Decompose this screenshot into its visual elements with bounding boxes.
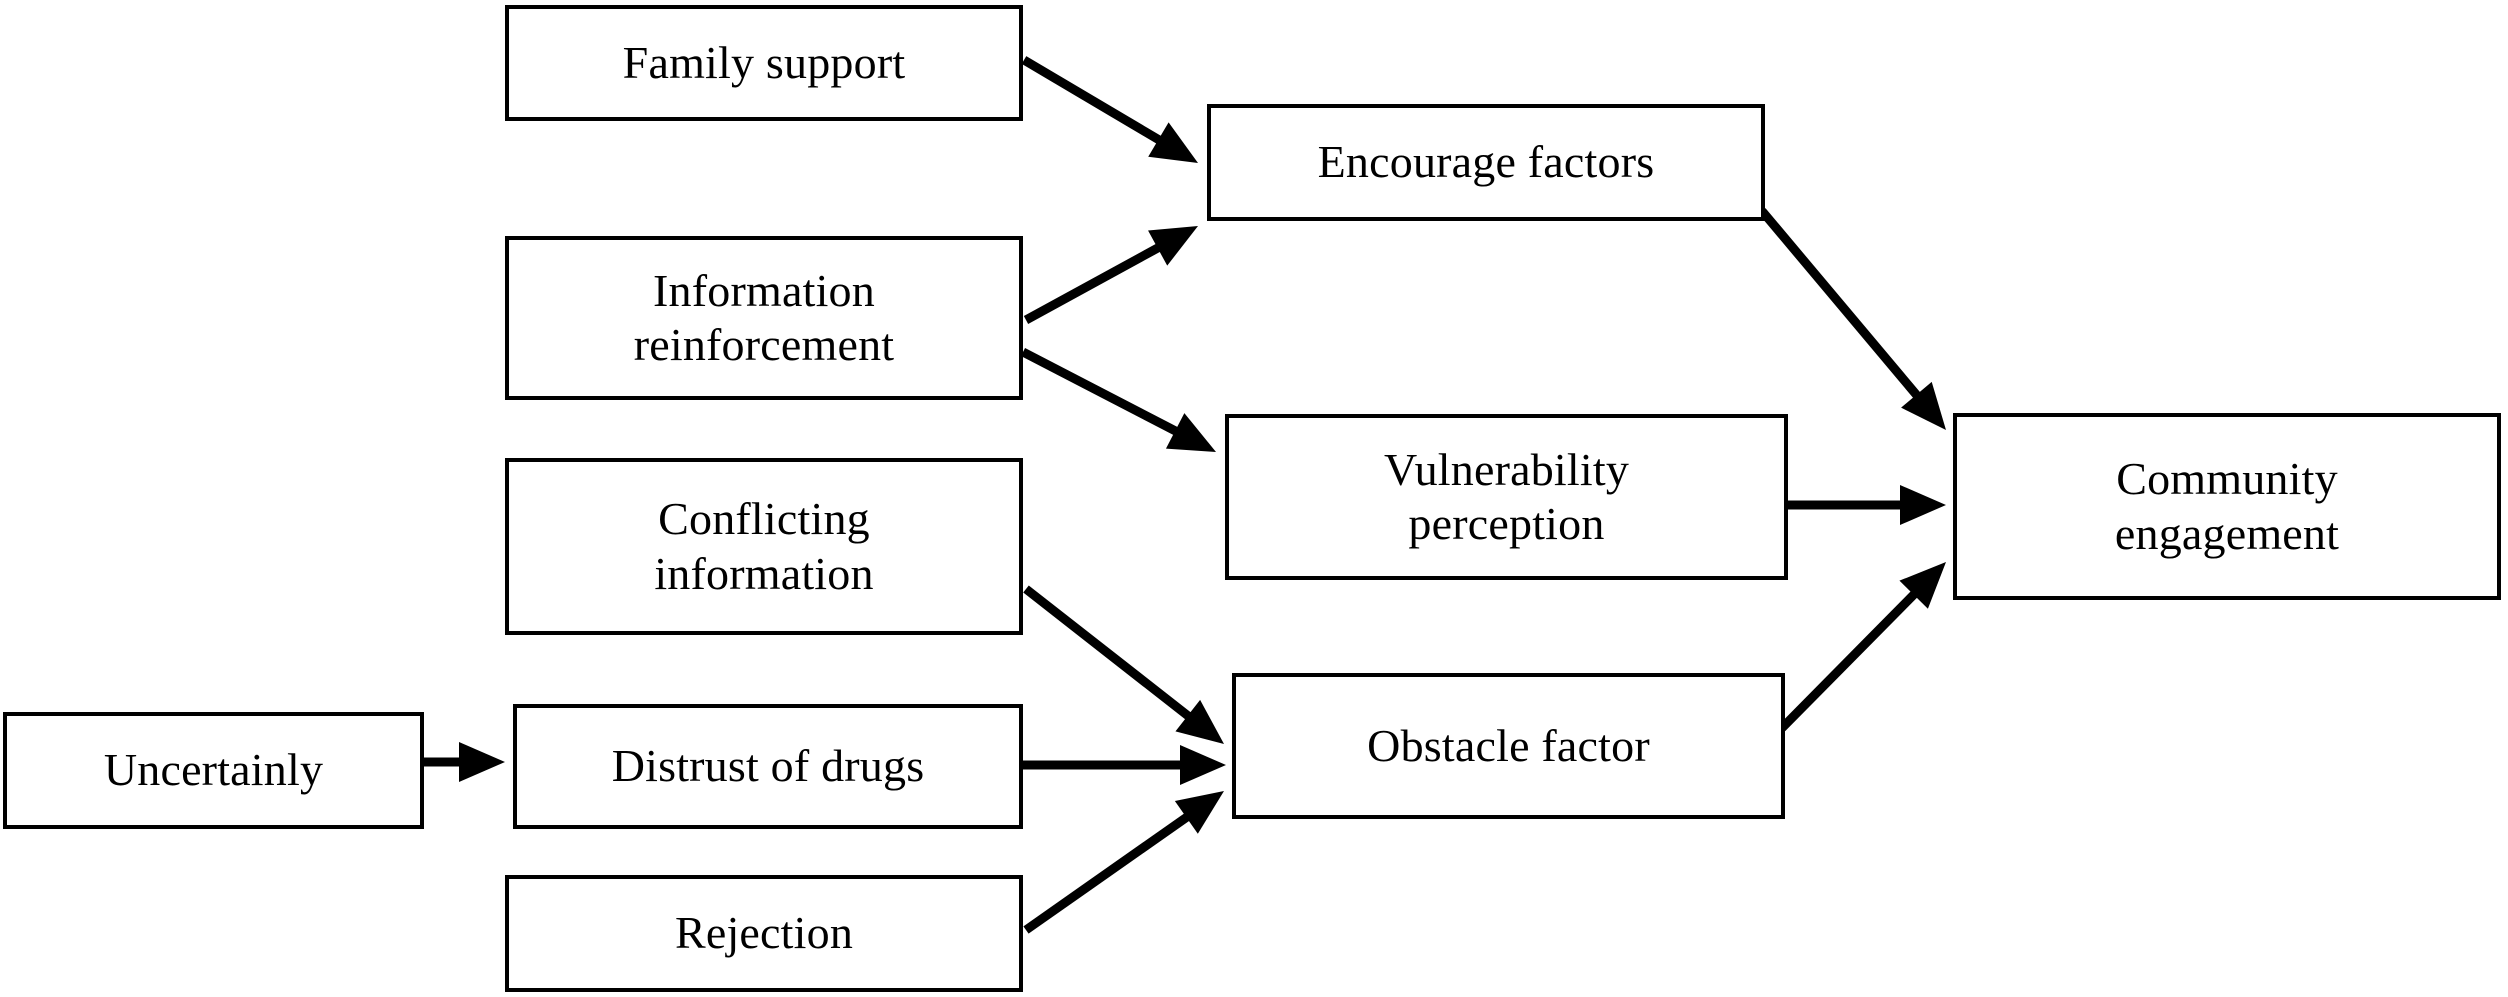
node-information-reinforcement[interactable]: Information reinforcement	[505, 236, 1023, 400]
node-label-family-support: Family support	[622, 36, 906, 88]
edge-information-reinforcement-to-encourage-factors	[1023, 226, 1198, 324]
node-label-rejection: Rejection	[674, 907, 854, 959]
edge-conflicting-information-to-obstacle-factor	[1023, 585, 1224, 744]
edge-distrust-of-drugs-to-obstacle-factor	[1019, 745, 1226, 785]
node-label-information-reinforcement: Information reinforcement	[633, 264, 895, 370]
node-rejection[interactable]: Rejection	[505, 875, 1023, 992]
edge-obstacle-factor-to-community-engagement	[1778, 562, 1946, 732]
node-label-distrust-of-drugs: Distrust of drugs	[611, 740, 925, 792]
node-label-encourage-factors: Encourage factors	[1317, 136, 1655, 188]
edge-rejection-to-obstacle-factor	[1023, 791, 1224, 934]
node-label-uncertainly: Uncertainly	[103, 744, 324, 796]
node-obstacle-factor[interactable]: Obstacle factor	[1232, 673, 1785, 819]
node-family-support[interactable]: Family support	[505, 5, 1023, 121]
node-label-obstacle-factor: Obstacle factor	[1367, 719, 1650, 771]
edge-encourage-factors-to-community-engagement	[1758, 208, 1946, 430]
node-vulnerability-perception[interactable]: Vulnerability perception	[1225, 414, 1788, 580]
node-community-engagement[interactable]: Community engagement	[1953, 413, 2501, 600]
edge-information-reinforcement-to-vulnerability-perception	[1020, 348, 1216, 452]
edge-vulnerability-perception-to-community-engagement	[1785, 485, 1946, 525]
node-label-vulnerability-perception: Vulnerability perception	[1383, 443, 1630, 549]
edge-uncertainly-to-distrust-of-drugs	[424, 742, 505, 782]
node-uncertainly[interactable]: Uncertainly	[3, 712, 424, 829]
edge-family-support-to-encourage-factors	[1021, 56, 1198, 163]
node-label-conflicting-information: Conflicting information	[654, 493, 874, 599]
node-encourage-factors[interactable]: Encourage factors	[1207, 104, 1765, 221]
node-label-community-engagement: Community engagement	[2114, 453, 2340, 559]
node-distrust-of-drugs[interactable]: Distrust of drugs	[513, 704, 1023, 829]
node-conflicting-information[interactable]: Conflicting information	[505, 458, 1023, 635]
